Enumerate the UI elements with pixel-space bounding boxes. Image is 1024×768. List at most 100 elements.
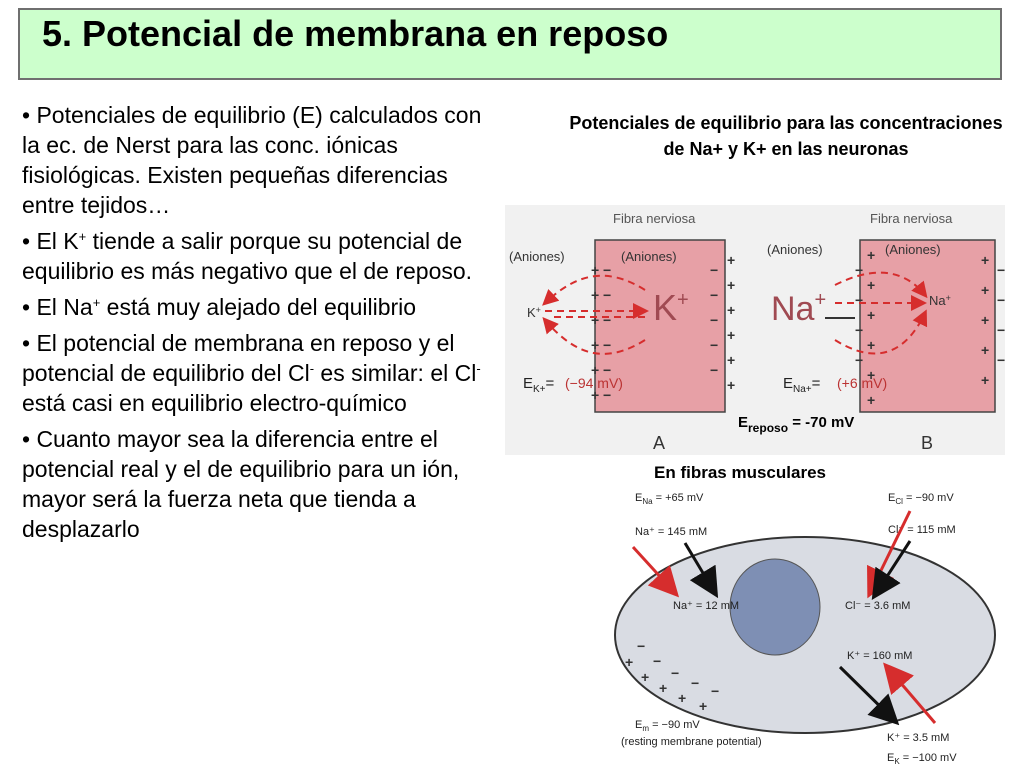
charge-a-16: − (710, 337, 718, 353)
membrane-minus-3: − (671, 665, 679, 681)
charge-a-21: + (727, 327, 735, 343)
charge-a-17: − (710, 362, 718, 378)
em-muscle: Em = −90 mV (635, 719, 700, 733)
ek-symbol: E (523, 375, 533, 392)
bullet-3-sup: + (92, 295, 101, 310)
cl-inside-conc: Cl⁻ = 3.6 mM (845, 600, 910, 612)
bullet-2-text: tiende a salir porque su potencial de eq… (22, 228, 473, 284)
membrane-minus-2: − (653, 653, 661, 669)
ek-muscle-subscript: K (894, 757, 900, 766)
charge-b-17: − (997, 292, 1005, 308)
charge-b-6: + (867, 277, 875, 293)
charge-b-19: − (997, 352, 1005, 368)
fiber-a-charges: + + + + + + − − − − − − − − − − − + + + … (591, 252, 735, 403)
ena-subscript: Na+ (793, 384, 812, 395)
fiber-b-charges: − − − − + + + + + + + + + + + − − − − (855, 247, 1005, 408)
k-ion-outside: K+ (527, 305, 541, 320)
na-inside-conc: Na⁺ = 12 mM (673, 600, 739, 612)
fiber-b-anions-in: (Aniones) (885, 242, 941, 257)
ek-muscle-value: = −100 mV (900, 752, 958, 764)
bullet-potassium: • El K+ tiende a salir porque su potenci… (22, 226, 500, 286)
charge-b-8: + (867, 337, 875, 353)
charge-a-20: + (727, 302, 735, 318)
em-muscle-subscript: m (642, 724, 649, 733)
ecl-muscle-symbol: E (888, 492, 895, 504)
muscle-caption: En fibras musculares (654, 463, 826, 482)
bullet-equilibrium: • Potenciales de equilibrio (E) calculad… (22, 100, 500, 220)
resting-potential-symbol: E (738, 414, 749, 431)
charge-b-4: − (855, 352, 863, 368)
charge-b-1: − (855, 262, 863, 278)
na-ion-outside-charge: + (814, 289, 826, 311)
ecl-muscle: ECl = −90 mV (888, 492, 954, 506)
charge-b-12: + (981, 282, 989, 298)
ek-value: (−94 mV) (565, 375, 623, 391)
bullet-3-text: está muy alejado del equilibrio (100, 294, 417, 320)
fiber-b-anions-out: (Aniones) (767, 242, 823, 257)
charge-b-3: − (855, 322, 863, 338)
k-outside-conc: K⁺ = 3.5 mM (887, 732, 949, 744)
em-muscle-symbol: E (635, 719, 642, 731)
charge-a-8: − (603, 287, 611, 303)
bullet-5-text: • Cuanto mayor sea la diferencia entre e… (22, 426, 460, 542)
muscle-cell-nucleus (729, 558, 821, 656)
membrane-plus-2: + (641, 669, 649, 685)
em-muscle-value: = −90 mV (649, 719, 700, 731)
charge-a-9: − (603, 312, 611, 328)
k-ion-outside-charge: + (536, 305, 541, 315)
ena-muscle: ENa = +65 mV (635, 492, 704, 506)
cl-conc-arrow (871, 540, 912, 601)
charge-a-11: − (603, 362, 611, 378)
na-outside-conc: Na⁺ = 145 mM (635, 526, 707, 538)
fiber-a-membrane (594, 239, 726, 413)
bullet-4-sup-1: - (309, 361, 315, 376)
membrane-plus-1: + (625, 654, 633, 670)
ena-label: ENa+= (783, 375, 821, 395)
membrane-plus-4: + (678, 690, 686, 706)
na-conc-arrow (683, 542, 719, 599)
charge-a-1: + (591, 262, 599, 278)
ena-muscle-value: = +65 mV (653, 492, 704, 504)
charge-a-13: − (710, 262, 718, 278)
resting-potential-value: = -70 mV (788, 414, 855, 431)
title-box (18, 8, 1002, 80)
bullet-2-prefix: • El K (22, 228, 79, 254)
ek-muscle: EK = −100 mV (887, 752, 957, 766)
k-ion-inside-symbol: K (653, 287, 677, 328)
na-ion-outside: Na+ (771, 289, 826, 328)
resting-potential-subscript: reposo (748, 421, 789, 435)
charge-b-16: − (997, 262, 1005, 278)
charge-a-2: + (591, 287, 599, 303)
bullet-4-c: está casi en equilibrio electro-químico (22, 390, 407, 416)
cl-outside-conc: Cl⁻ = 115 mM (888, 524, 956, 536)
charge-a-22: + (727, 352, 735, 368)
panel-b-label: B (921, 433, 933, 453)
ecl-muscle-value: = −90 mV (903, 492, 954, 504)
charge-a-3: + (591, 312, 599, 328)
membrane-charges: + + + + + − − − − − (625, 638, 719, 714)
na-ion-inside: Na+ (929, 293, 951, 308)
bullet-chloride: • El potencial de membrana en reposo y e… (22, 328, 500, 418)
fiber-b-label: Fibra nerviosa (870, 211, 953, 226)
charge-b-10: + (867, 392, 875, 408)
bullet-4-b: es similar: el Cl (314, 360, 477, 386)
charge-b-14: + (981, 342, 989, 358)
membrane-minus-4: − (691, 675, 699, 691)
bullet-driving-force: • Cuanto mayor sea la diferencia entre e… (22, 424, 500, 544)
charge-a-7: − (603, 262, 611, 278)
charge-a-14: − (710, 287, 718, 303)
charge-b-7: + (867, 307, 875, 323)
ena-equals: = (812, 375, 821, 392)
charge-a-5: + (591, 362, 599, 378)
ek-subscript: K+ (533, 384, 546, 395)
bullet-2-sup: + (78, 229, 87, 244)
membrane-plus-3: + (659, 680, 667, 696)
charge-b-11: + (981, 252, 989, 268)
figure-caption-neurons: Potenciales de equilibrio para las conce… (569, 113, 1003, 159)
resting-membrane-label: (resting membrane potential) (621, 736, 762, 748)
page-title: 5. Potencial de membrana en reposo (42, 13, 669, 54)
fiber-b-membrane (859, 239, 996, 413)
bullet-list: • Potenciales de equilibrio (E) calculad… (22, 100, 500, 550)
charge-b-2: − (855, 292, 863, 308)
charge-a-18: + (727, 252, 735, 268)
